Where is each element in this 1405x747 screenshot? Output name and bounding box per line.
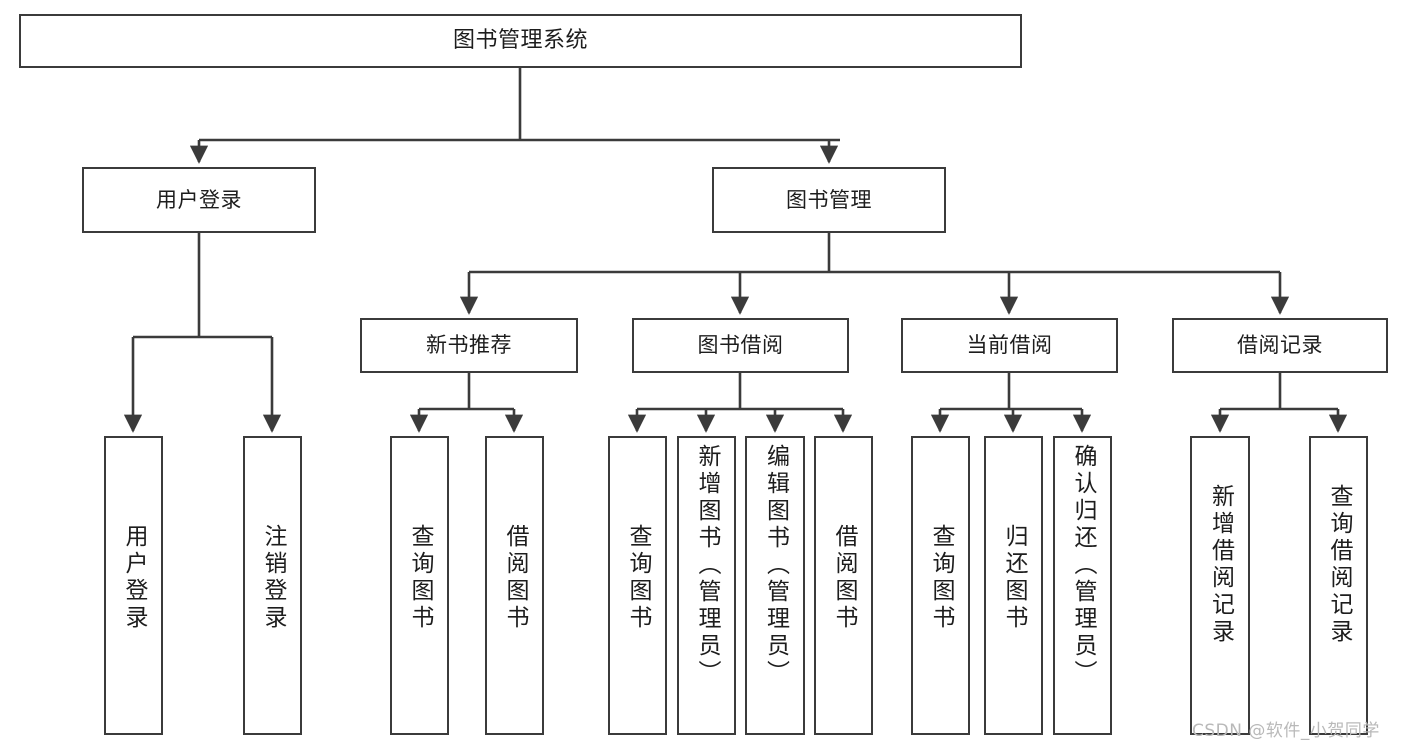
node-label: 用户登录: [121, 524, 147, 632]
node-label: 新增借阅记录: [1207, 484, 1234, 646]
node-label: 注销登录: [260, 524, 286, 632]
leaf-query-book-borrow[interactable]: 查询图书: [608, 436, 667, 735]
node-book-borrow[interactable]: 图书借阅: [632, 318, 849, 373]
node-new-book-recommend[interactable]: 新书推荐: [360, 318, 578, 373]
node-label: 归还图书: [1001, 524, 1027, 632]
node-label: 新增图书（管理员）: [694, 444, 720, 687]
leaf-confirm-return-admin[interactable]: 确认归还（管理员）: [1053, 436, 1112, 735]
node-label: 图书管理系统: [452, 28, 588, 54]
node-label: 用户登录: [156, 187, 242, 212]
node-label: 查询图书: [928, 524, 954, 632]
node-label: 图书借阅: [697, 333, 784, 358]
leaf-user-logout[interactable]: 注销登录: [243, 436, 302, 735]
node-root-system[interactable]: 图书管理系统: [19, 14, 1022, 68]
node-label: 查询借阅记录: [1326, 484, 1352, 646]
watermark-text: CSDN @软件_小贺同学: [1192, 721, 1380, 741]
leaf-query-book-newbook[interactable]: 查询图书: [390, 436, 449, 735]
node-label: 借阅图书: [502, 524, 528, 632]
node-borrow-record[interactable]: 借阅记录: [1172, 318, 1388, 373]
leaf-query-book-current[interactable]: 查询图书: [911, 436, 970, 735]
node-user-login[interactable]: 用户登录: [82, 167, 316, 233]
node-label: 新书推荐: [426, 333, 512, 358]
leaf-query-borrow-record[interactable]: 查询借阅记录: [1309, 436, 1368, 735]
leaf-borrow-book-newbook[interactable]: 借阅图书: [485, 436, 544, 735]
leaf-add-borrow-record[interactable]: 新增借阅记录: [1190, 436, 1250, 735]
leaf-add-book-admin[interactable]: 新增图书（管理员）: [677, 436, 736, 735]
leaf-return-book[interactable]: 归还图书: [984, 436, 1043, 735]
leaf-user-login[interactable]: 用户登录: [104, 436, 163, 735]
node-current-borrow[interactable]: 当前借阅: [901, 318, 1118, 373]
node-label: 确认归还（管理员）: [1070, 444, 1096, 687]
leaf-borrow-book-borrow[interactable]: 借阅图书: [814, 436, 873, 735]
node-book-management[interactable]: 图书管理: [712, 167, 946, 233]
leaf-edit-book-admin[interactable]: 编辑图书（管理员）: [745, 436, 805, 735]
node-label: 借阅记录: [1237, 333, 1323, 358]
node-label: 图书管理: [786, 187, 872, 212]
node-label: 借阅图书: [831, 524, 857, 632]
node-label: 编辑图书（管理员）: [762, 444, 789, 687]
node-label: 查询图书: [625, 524, 651, 632]
node-label: 查询图书: [407, 524, 433, 632]
node-label: 当前借阅: [966, 333, 1053, 358]
